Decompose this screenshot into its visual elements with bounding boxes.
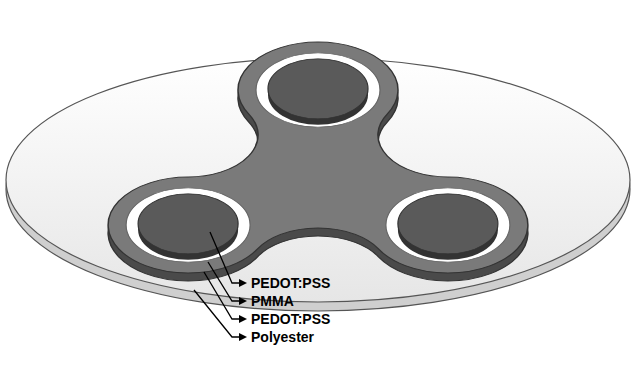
layer-label: PEDOT:PSS bbox=[251, 274, 330, 292]
layer-label: PEDOT:PSS bbox=[251, 310, 330, 328]
lobe-right bbox=[386, 188, 510, 262]
layer-label: Polyester bbox=[251, 328, 314, 346]
leader-arrowheads bbox=[239, 279, 247, 341]
leader-lines bbox=[194, 232, 243, 337]
spinner-pedot-layer bbox=[108, 42, 528, 273]
lobe-top bbox=[256, 53, 380, 127]
layer-label: PMMA bbox=[251, 292, 294, 310]
lobe-left bbox=[126, 188, 250, 262]
